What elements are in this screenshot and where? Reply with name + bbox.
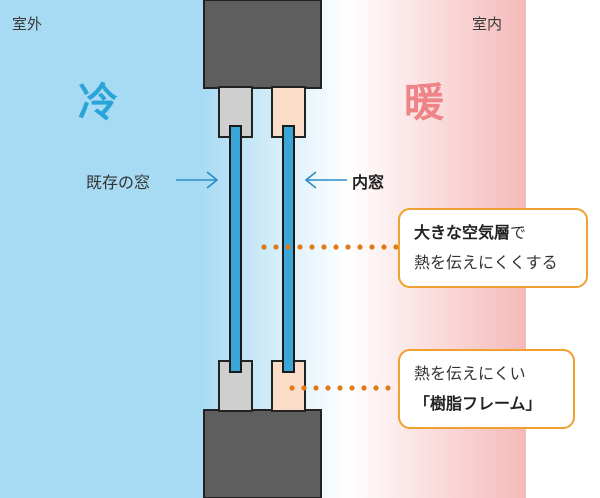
callout-resin-frame: 熱を伝えにくい 「樹脂フレーム」 bbox=[398, 349, 575, 429]
arrow-existing-window-icon bbox=[176, 171, 219, 189]
outdoor-label: 室外 bbox=[12, 15, 43, 33]
callout-air-layer-line2: 熱を伝えにくくする bbox=[414, 253, 558, 272]
dotted-leader-resin-frame bbox=[289, 385, 391, 391]
outdoor-cold-zone bbox=[0, 0, 200, 498]
callout-resin-frame-bold: 「樹脂フレーム」 bbox=[414, 394, 542, 413]
dotted-leader-air-layer bbox=[261, 244, 399, 250]
callout-air-layer-tail: で bbox=[510, 223, 527, 242]
callout-air-layer: 大きな空気層で 熱を伝えにくくする bbox=[398, 208, 588, 288]
cold-label: 冷 bbox=[78, 80, 118, 126]
indoor-label: 室内 bbox=[472, 15, 503, 33]
callout-air-layer-line1: 大きな空気層で bbox=[414, 218, 572, 248]
wall-frame-top bbox=[203, 0, 322, 89]
callout-resin-frame-line1: 熱を伝えにくい bbox=[414, 364, 526, 383]
warm-label: 暖 bbox=[404, 80, 444, 126]
wall-frame-bottom bbox=[203, 409, 322, 498]
callout-air-layer-bold: 大きな空気層 bbox=[414, 223, 511, 242]
arrow-inner-window-icon bbox=[304, 171, 347, 189]
existing-window-glass bbox=[229, 125, 242, 373]
existing-window-sash-bottom bbox=[218, 360, 253, 412]
existing-window-label: 既存の窓 bbox=[86, 173, 151, 192]
inner-window-label: 内窓 bbox=[352, 173, 385, 192]
